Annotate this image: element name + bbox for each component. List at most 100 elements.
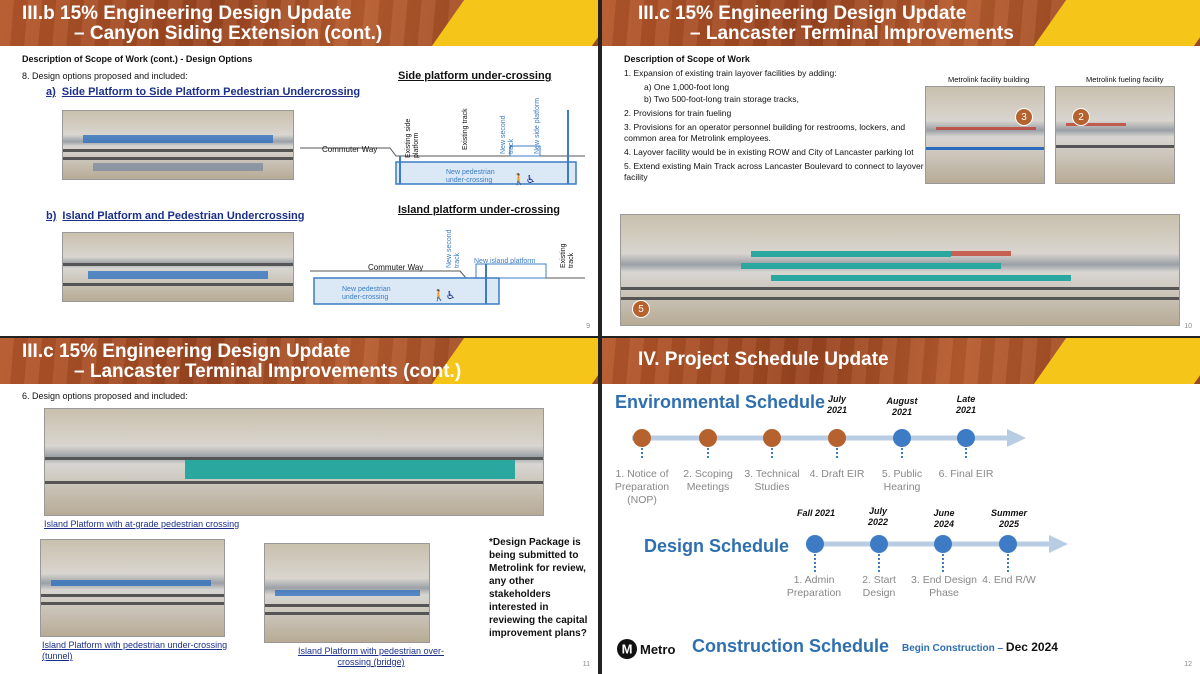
env-milestone-6: 6. Final EIR bbox=[938, 468, 994, 480]
scope-item: 4. Layover facility would be in existing… bbox=[624, 147, 914, 157]
scope-heading: Description of Scope of Work (cont.) - D… bbox=[22, 54, 253, 64]
slide-title: III.b 15% Engineering Design Update – Ca… bbox=[22, 4, 382, 44]
design-date-fall-2021: Fall 2021 bbox=[796, 508, 836, 518]
facility-building-plan bbox=[925, 86, 1045, 184]
environmental-schedule-title: Environmental Schedule bbox=[615, 392, 826, 412]
page-number: 12 bbox=[1184, 661, 1192, 668]
scope-item: 3. Provisions for an operator personnel … bbox=[624, 122, 906, 143]
option-a-letter: a) bbox=[46, 86, 56, 98]
slide-banner: III.b 15% Engineering Design Update – Ca… bbox=[0, 0, 598, 46]
design-milestone-3: 3. End Design Phase bbox=[911, 574, 977, 599]
design-milestone-4: 4. End R/W bbox=[982, 574, 1036, 586]
layover-aerial-plan bbox=[620, 214, 1180, 326]
milestone-dot-6 bbox=[957, 429, 975, 447]
design-milestone-2: 2. Start Design bbox=[862, 574, 896, 599]
option-b-text: Island Platform and Pedestrian Undercros… bbox=[62, 210, 305, 222]
existing-side-platform-label: Existing side platform bbox=[405, 118, 420, 158]
banner-accent bbox=[1033, 338, 1200, 384]
scope-item: 5. Extend existing Main Track across Lan… bbox=[624, 161, 924, 182]
island-accessibility-icon: 🚶♿ bbox=[432, 290, 456, 302]
design-date-july-2022: July 2022 bbox=[867, 506, 889, 527]
banner-accent bbox=[1033, 0, 1200, 46]
env-date-july-2021: July 2021 bbox=[826, 394, 848, 415]
design-timeline bbox=[806, 535, 1068, 572]
title-line-1: III.c 15% Engineering Design Update bbox=[638, 3, 967, 24]
design-date-june-2024: June 2024 bbox=[933, 508, 955, 529]
slide-9[interactable]: III.b 15% Engineering Design Update – Ca… bbox=[0, 0, 598, 336]
new-island-platform-label: New island platform bbox=[474, 258, 536, 265]
title-line-1: III.c 15% Engineering Design Update bbox=[22, 341, 351, 362]
commuter-way-label: Commuter Way bbox=[322, 145, 378, 154]
slide-title: III.c 15% Engineering Design Update – La… bbox=[638, 4, 1014, 44]
construction-schedule-title: Construction Schedule bbox=[692, 636, 890, 656]
slide-10[interactable]: III.c 15% Engineering Design Update – La… bbox=[602, 0, 1200, 336]
page-number: 11 bbox=[582, 661, 590, 668]
env-date-august-2021: August 2021 bbox=[886, 396, 918, 417]
slide-banner: IV. Project Schedule Update bbox=[602, 338, 1200, 384]
env-milestone-5: 5. Public Hearing bbox=[881, 468, 923, 493]
option-b[interactable]: b) Island Platform and Pedestrian Undercr… bbox=[46, 210, 304, 222]
banner-accent bbox=[431, 0, 598, 46]
slide-12[interactable]: IV. Project Schedule Update Environmenta… bbox=[602, 338, 1200, 674]
design-dot-2 bbox=[870, 535, 888, 553]
side-platform-section-diagram bbox=[300, 90, 590, 200]
milestone-dot-3 bbox=[763, 429, 781, 447]
island-commuter-way-label: Commuter Way bbox=[368, 263, 424, 272]
design-dot-4 bbox=[999, 535, 1017, 553]
caption-bridge: Island Platform with pedestrian over-cro… bbox=[297, 646, 445, 667]
scope-item: 2. Provisions for train fueling bbox=[624, 108, 732, 118]
metro-logo-letter: M bbox=[622, 642, 633, 657]
fueling-facility-plan bbox=[1055, 86, 1175, 184]
design-date-summer-2025: Summer 2025 bbox=[990, 508, 1027, 529]
side-platform-heading: Side platform under-crossing bbox=[398, 70, 552, 82]
island-new-second-track-label: New second track bbox=[446, 229, 461, 268]
slide-11[interactable]: III.c 15% Engineering Design Update – La… bbox=[0, 338, 598, 674]
existing-track-label: Existing track bbox=[462, 108, 469, 150]
page-number: 10 bbox=[1184, 323, 1192, 330]
bridge-plan bbox=[264, 543, 430, 643]
island-platform-section-diagram bbox=[300, 226, 590, 316]
milestone-dot-1 bbox=[633, 429, 651, 447]
title-line-2: – Lancaster Terminal Improvements (cont.… bbox=[74, 361, 462, 382]
milestone-dot-5 bbox=[893, 429, 911, 447]
metro-logo: M Metro bbox=[616, 637, 686, 666]
environmental-timeline bbox=[632, 429, 1026, 458]
caption-at-grade: Island Platform with at-grade pedestrian… bbox=[44, 519, 240, 529]
scope-list: 1. Expansion of existing train layover f… bbox=[624, 68, 924, 186]
scope-subitem: a) One 1,000-foot long bbox=[644, 82, 730, 92]
design-package-note: *Design Package is being submitted to Me… bbox=[489, 537, 588, 639]
scope-item: 1. Expansion of existing train layover f… bbox=[624, 68, 837, 78]
slide-banner: III.c 15% Engineering Design Update – La… bbox=[602, 0, 1200, 46]
island-existing-track-label: Existing track bbox=[560, 243, 575, 268]
callout-badge-3: 3 bbox=[1015, 108, 1033, 126]
begin-construction: Begin Construction – Dec 2024 bbox=[902, 640, 1058, 654]
callout-badge-2: 2 bbox=[1072, 108, 1090, 126]
fueling-facility-label: Metrolink fueling facility bbox=[1086, 75, 1164, 84]
new-second-track-label: New second track bbox=[500, 115, 515, 154]
milestone-dot-2 bbox=[699, 429, 717, 447]
design-milestone-1: 1. Admin Preparation bbox=[786, 574, 842, 599]
env-date-late-2021: Late 2021 bbox=[955, 394, 977, 415]
title-line-1: III.b 15% Engineering Design Update bbox=[22, 3, 352, 24]
scope-subitem: b) Two 500-foot-long train storage track… bbox=[644, 94, 799, 104]
slide-title: IV. Project Schedule Update bbox=[638, 349, 889, 370]
begin-construction-label: Begin Construction – bbox=[902, 643, 1004, 654]
env-milestone-3: 3. Technical Studies bbox=[744, 468, 800, 493]
env-milestone-2: 2. Scoping Meetings bbox=[683, 468, 733, 493]
aerial-photo-side-platform bbox=[62, 110, 294, 180]
option-b-letter: b) bbox=[46, 210, 57, 222]
begin-construction-date: Dec 2024 bbox=[1005, 640, 1058, 654]
island-platform-heading: Island platform under-crossing bbox=[398, 204, 560, 216]
scope-heading: Description of Scope of Work bbox=[624, 54, 750, 64]
title-line-2: – Canyon Siding Extension (cont.) bbox=[74, 23, 383, 44]
design-dot-1 bbox=[806, 535, 824, 553]
callout-badge-5: 5 bbox=[632, 300, 650, 318]
option-a[interactable]: a)Side Platform to Side Platform Pedestr… bbox=[46, 86, 360, 98]
at-grade-plan bbox=[44, 408, 544, 516]
new-side-platform-label: New side platform bbox=[534, 97, 541, 154]
milestone-dot-4 bbox=[828, 429, 846, 447]
aerial-photo-island-platform bbox=[62, 232, 294, 302]
slide-banner: III.c 15% Engineering Design Update – La… bbox=[0, 338, 598, 384]
design-dot-3 bbox=[934, 535, 952, 553]
